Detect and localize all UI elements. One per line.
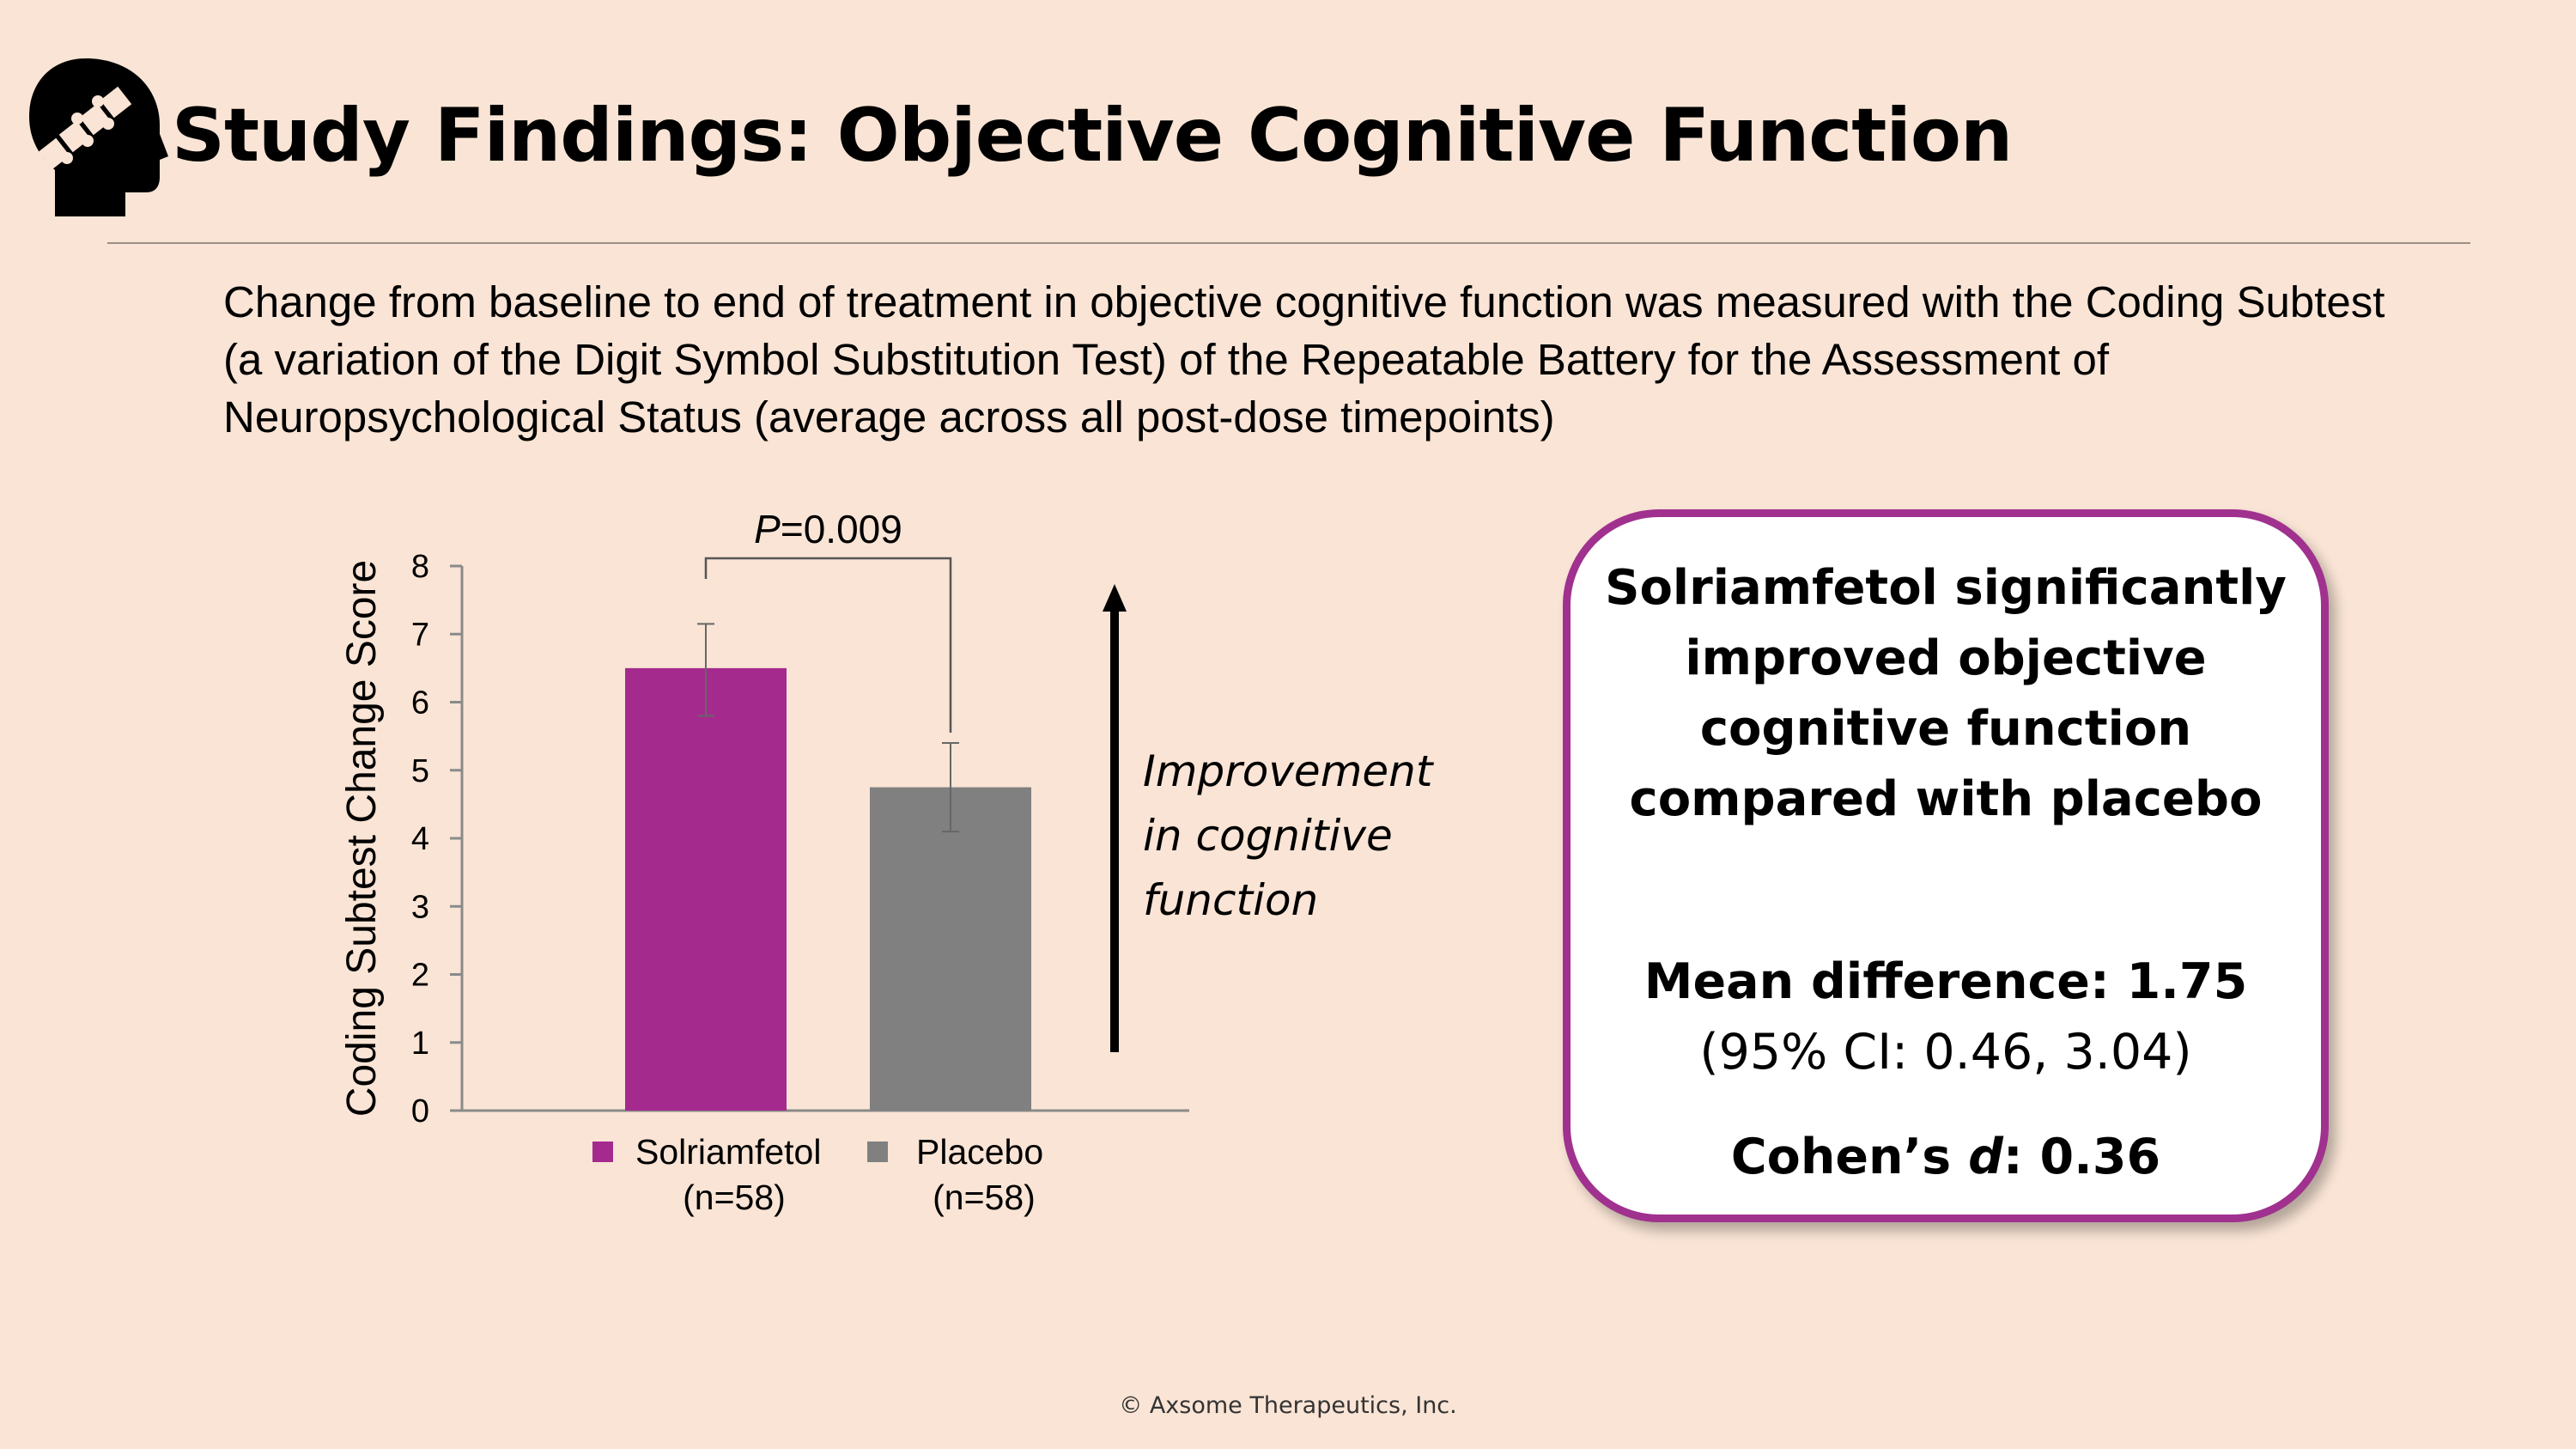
legend-swatch-placebo (867, 1142, 888, 1162)
y-tick-label: 7 (411, 617, 429, 653)
y-tick-label: 8 (411, 549, 429, 585)
legend-label-placebo: Placebo (916, 1132, 1043, 1172)
copyright-footer: © Axsome Therapeutics, Inc. (1119, 1392, 1457, 1419)
legend-n-placebo: (n=58) (933, 1178, 1036, 1217)
legend-swatch-solriamfetol (592, 1142, 613, 1162)
summary-callout: Solriamfetol significantly improved obje… (1563, 509, 2329, 1222)
head-puzzle-icon (29, 58, 168, 216)
confidence-interval: (95% CI: 0.46, 3.04) (1699, 1024, 2192, 1081)
y-tick-label: 6 (411, 685, 429, 721)
cohens-d: Cohen’s d: 0.36 (1571, 1129, 2321, 1185)
significance-bracket (704, 557, 952, 734)
y-tick-label: 5 (411, 753, 429, 789)
improvement-arrow-head (1103, 584, 1127, 612)
y-tick-label: 2 (411, 958, 429, 994)
cohen-suffix: : 0.36 (2002, 1129, 2161, 1185)
bar-solriamfetol (625, 667, 787, 1111)
improvement-note-line: Improvement (1143, 746, 1435, 796)
p-symbol: P (754, 507, 781, 551)
slide-title: Study Findings: Objective Cognitive Func… (172, 93, 2013, 179)
y-tick-label: 3 (411, 889, 429, 925)
cohen-symbol: d (1968, 1129, 2003, 1185)
bar-placebo (870, 787, 1031, 1111)
mean-difference: Mean difference: 1.75 (1643, 953, 2248, 1010)
title-divider (107, 242, 2470, 244)
p-value: =0.009 (781, 507, 902, 551)
intro-text: Change from baseline to end of treatment… (223, 277, 2385, 441)
cohen-prefix: Cohen’s (1730, 1129, 1969, 1185)
legend-n-solriamfetol: (n=58) (683, 1178, 786, 1217)
y-tick-label: 1 (411, 1026, 429, 1062)
improvement-note-line: function (1143, 875, 1318, 925)
y-axis-label: Coding Subtest Change Score (339, 560, 385, 1117)
y-tick-label: 4 (411, 821, 429, 857)
callout-headline: Solriamfetol significantly improved obje… (1605, 560, 2287, 827)
improvement-note-line: in cognitive (1143, 811, 1393, 861)
p-value-label: P=0.009 (754, 507, 902, 551)
y-tick-label: 0 (411, 1093, 429, 1129)
legend-label-solriamfetol: Solriamfetol (635, 1132, 821, 1172)
